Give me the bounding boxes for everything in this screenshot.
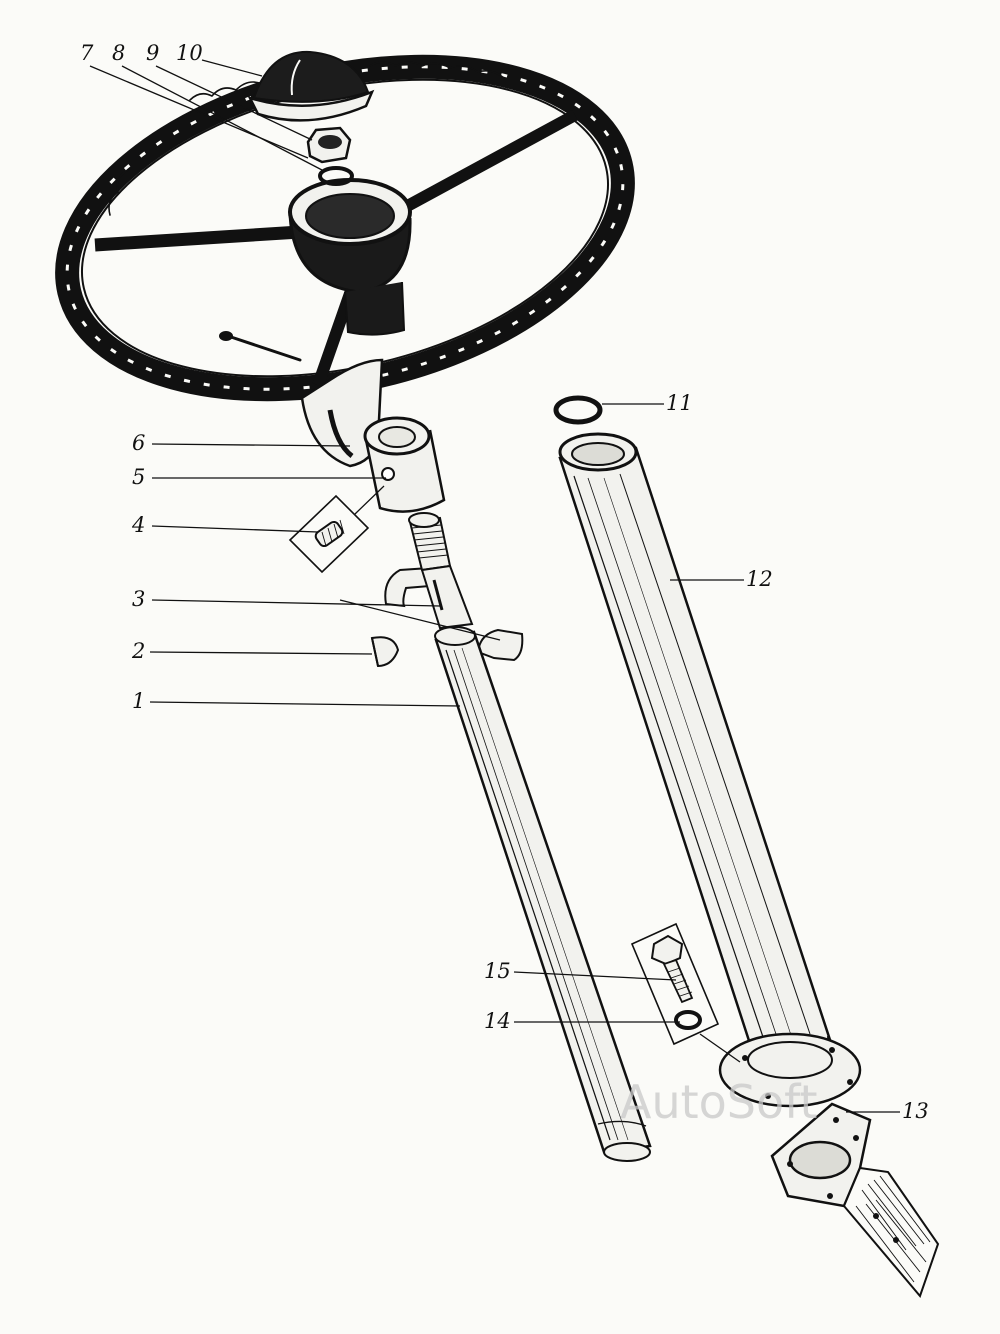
leader-10 xyxy=(201,59,263,77)
callout-13: 13 xyxy=(902,1099,929,1123)
callout-3: 3 xyxy=(132,587,145,611)
part-9-nut xyxy=(306,126,352,164)
callout-5: 5 xyxy=(132,465,145,489)
callout-7: 7 xyxy=(80,41,94,65)
callout-6: 6 xyxy=(132,431,145,455)
callout-2: 2 xyxy=(131,639,145,663)
part-11-seal-ring xyxy=(553,395,603,425)
callout-15: 15 xyxy=(484,959,511,983)
leader-2 xyxy=(149,651,373,655)
callout-4: 4 xyxy=(131,513,145,537)
part-4-set-screw xyxy=(288,485,385,574)
leader-7 xyxy=(89,65,309,159)
callout-numbers: 1 2 3 4 5 6 7 8 9 10 11 12 13 14 15 xyxy=(80,41,929,1123)
part-12-column-tube xyxy=(558,432,862,1108)
part-8-washer xyxy=(318,166,354,186)
callout-9: 9 xyxy=(146,41,159,65)
callout-14: 14 xyxy=(484,1009,511,1033)
leader-6 xyxy=(151,443,351,447)
callout-10: 10 xyxy=(176,41,203,65)
leader-4 xyxy=(151,525,319,533)
part-5-bushing xyxy=(363,416,446,513)
part-15-14-bolt-washer xyxy=(630,922,741,1063)
part-10-horn-cap xyxy=(247,50,375,122)
callout-11: 11 xyxy=(666,391,693,415)
callout-1: 1 xyxy=(132,689,145,713)
leader-lines xyxy=(89,59,900,1113)
leader-3b xyxy=(339,599,501,641)
leader-9 xyxy=(155,65,313,141)
leader-8 xyxy=(121,65,323,171)
leader-3a xyxy=(151,599,441,607)
part-2-woodruff-key xyxy=(370,636,400,668)
part-13-mounting-bracket xyxy=(770,1102,940,1298)
leader-1 xyxy=(149,701,461,707)
leader-15 xyxy=(513,971,677,981)
callout-12: 12 xyxy=(746,567,773,591)
callout-8: 8 xyxy=(112,41,125,65)
part-6-upper-cover xyxy=(300,358,384,468)
horn-lever xyxy=(223,333,302,362)
rim-finger-grips xyxy=(189,81,263,101)
watermark-text: AutoSoft xyxy=(620,1075,818,1129)
